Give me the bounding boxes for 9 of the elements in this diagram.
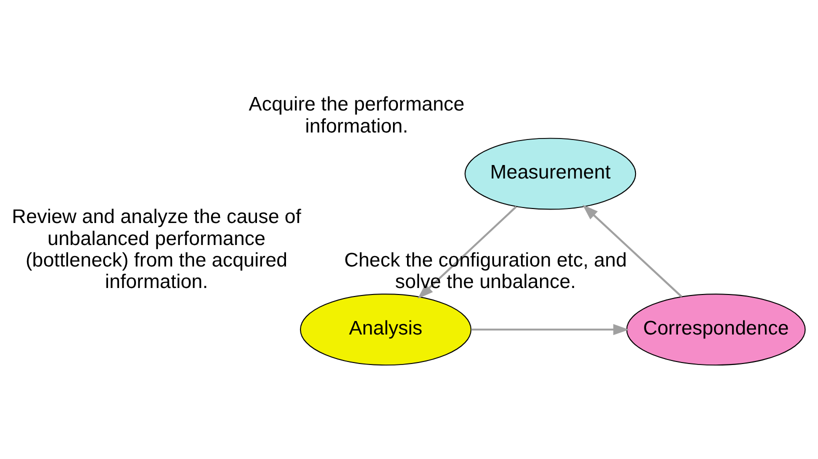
node-ellipse: Correspondence bbox=[626, 293, 806, 366]
arrow bbox=[471, 324, 630, 335]
node-ellipse: Analysis bbox=[300, 293, 472, 366]
arrow bbox=[418, 205, 517, 298]
node-label: Review and analyze the cause of unbalanced performance (bottleneck) from the acquired information. bbox=[12, 206, 302, 293]
node-ellipse: Measurement bbox=[464, 137, 636, 210]
node-label: Acquire the performance information. bbox=[248, 93, 465, 137]
arrow bbox=[582, 204, 682, 297]
node-label: Check the configuration etc, and solve the unbalance. bbox=[344, 248, 627, 293]
